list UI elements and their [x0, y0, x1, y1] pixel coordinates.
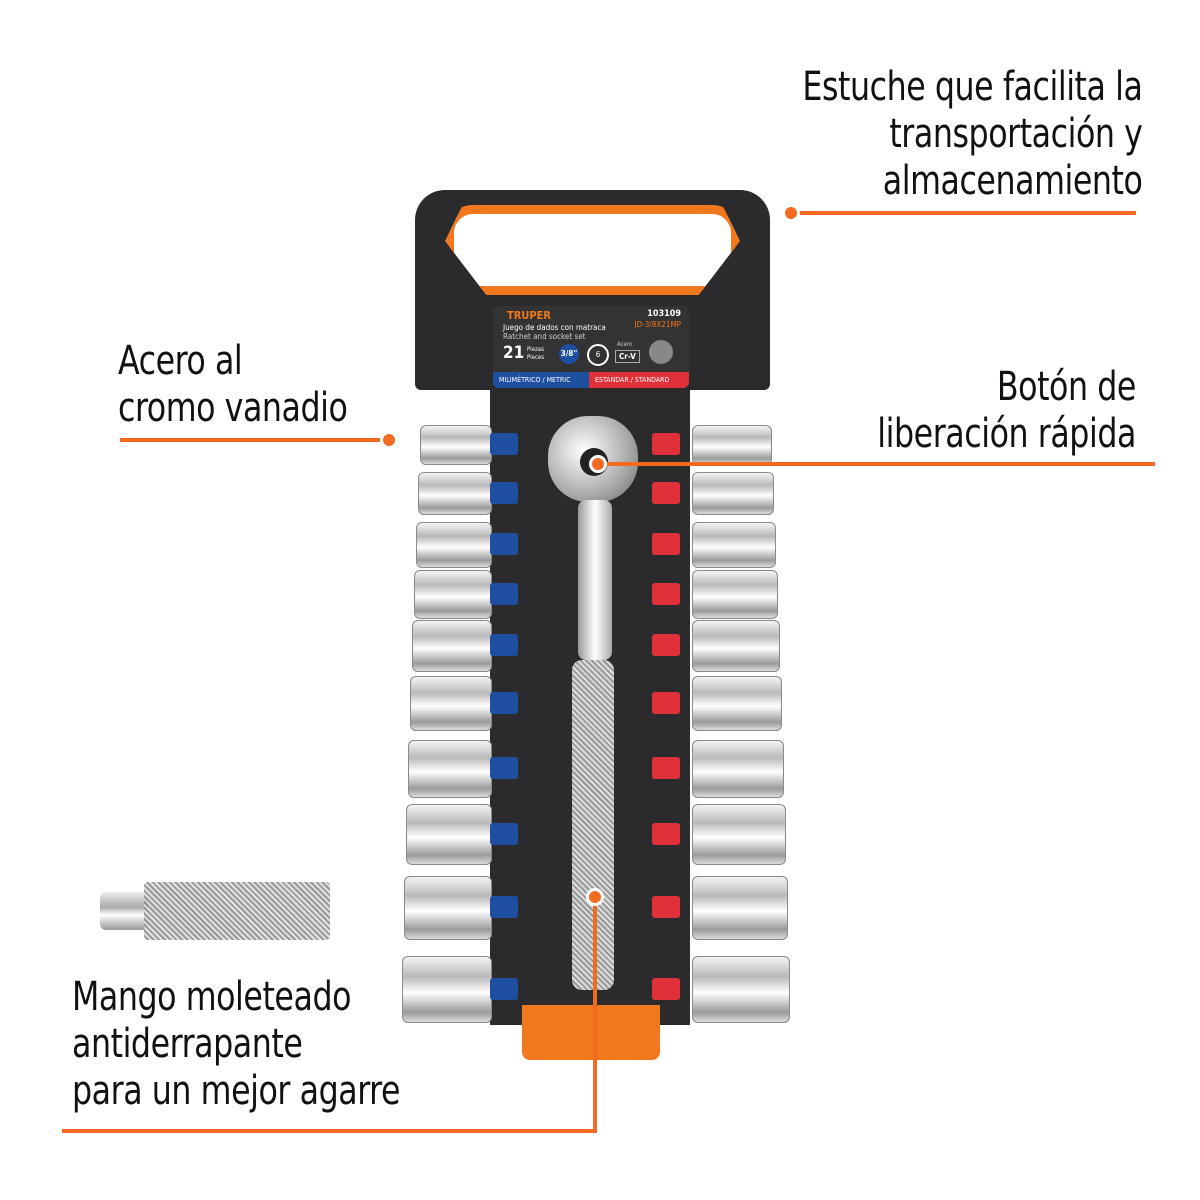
socket-standard [692, 804, 786, 865]
metric-band: MILIMÉTRICO / METRIC [493, 372, 589, 388]
callout-line: para un mejor agarre [72, 1068, 401, 1114]
socket-clip-metric [490, 757, 518, 779]
callout-line-steel [120, 438, 390, 442]
socket-clip-metric [490, 822, 518, 845]
steel-badge: Cr-V [615, 350, 640, 363]
socket-standard [692, 522, 776, 568]
socket-metric [414, 570, 492, 619]
socket-clip-metric [490, 896, 518, 918]
callout-line: antiderrapante [72, 1021, 303, 1067]
product-label: TRUPER 103109 JD-3/8X21MP Juego de dados… [493, 306, 689, 388]
socket-clip-standard [652, 691, 680, 714]
callout-line: liberación rápida [877, 411, 1136, 457]
socket-metric [418, 472, 492, 515]
socket-metric [416, 522, 492, 568]
socket-standard [692, 876, 788, 940]
callout-dot-steel [380, 431, 398, 449]
socket-metric [406, 804, 492, 865]
name-es: Juego de dados con matraca [503, 323, 606, 332]
socket-standard [692, 740, 784, 798]
socket-clip-standard [652, 896, 680, 918]
socket-standard [692, 425, 772, 465]
steel-label: Acero [617, 341, 633, 348]
socket-clip-metric [490, 582, 518, 605]
socket-clip-metric [490, 433, 518, 455]
callout-line: almacenamiento [882, 158, 1142, 204]
certification-seal [649, 340, 673, 364]
case-handle-grip [445, 205, 740, 295]
callout-line-release [598, 462, 1155, 466]
pieces-es: Piezas [527, 346, 544, 353]
socket-standard [692, 472, 774, 515]
socket-clip-metric [490, 977, 518, 1000]
socket-clip-metric [490, 634, 518, 656]
callout-case: Estuche que facilita la transportación y… [801, 64, 1143, 205]
callout-line: Mango moleteado [72, 974, 352, 1020]
socket-metric [402, 956, 492, 1023]
callout-dot-case [782, 204, 800, 222]
socket-clip-standard [652, 433, 680, 455]
socket-metric [404, 876, 492, 940]
socket-standard [692, 620, 780, 672]
callout-dot-release [589, 455, 607, 473]
socket-clip-standard [652, 822, 680, 845]
callout-line-grip-vertical [593, 897, 597, 1133]
knurled-handle-image [100, 882, 330, 940]
callout-line: cromo vanadio [118, 385, 348, 431]
callout-line: Estuche que facilita la [801, 64, 1143, 110]
callout-line-case [790, 211, 1136, 215]
piece-count: 21 [503, 343, 525, 363]
callout-steel: Acero al cromo vanadio [118, 338, 348, 432]
socket-clip-standard [652, 533, 680, 555]
socket-standard [692, 570, 778, 619]
callout-line: Acero al [118, 338, 243, 384]
model-number: JD-3/8X21MP [634, 320, 681, 329]
socket-clip-standard [652, 582, 680, 605]
callout-grip: Mango moleteado antiderrapante para un m… [72, 974, 400, 1115]
standard-band: ESTÁNDAR / STANDARD [589, 372, 689, 388]
drive-size-badge: 3/8" [559, 344, 579, 364]
socket-clip-standard [652, 757, 680, 779]
socket-clip-standard [652, 634, 680, 656]
callout-line-grip [62, 1129, 597, 1133]
socket-standard [692, 676, 782, 731]
socket-clip-standard [652, 481, 680, 504]
socket-clip-metric [490, 691, 518, 714]
socket-clip-metric [490, 481, 518, 504]
product-code: 103109 [647, 309, 681, 319]
hex-points-badge: 6 [587, 344, 609, 366]
socket-metric [412, 620, 492, 672]
callout-release: Botón de liberación rápida [877, 364, 1136, 458]
callout-line: transportación y [888, 111, 1143, 157]
socket-metric [420, 425, 492, 465]
callout-dot-grip [586, 888, 604, 906]
socket-clip-metric [490, 533, 518, 555]
socket-metric [410, 676, 492, 731]
pieces-en: Pieces [527, 354, 545, 361]
socket-standard [692, 956, 790, 1023]
brand-logo: TRUPER [507, 309, 552, 322]
callout-line: Botón de [996, 364, 1137, 410]
socket-clip-standard [652, 977, 680, 1000]
socket-metric [408, 740, 492, 798]
case-base [522, 1005, 660, 1060]
name-en: Ratchet and socket set [503, 332, 586, 341]
ratchet-shaft [578, 500, 612, 660]
